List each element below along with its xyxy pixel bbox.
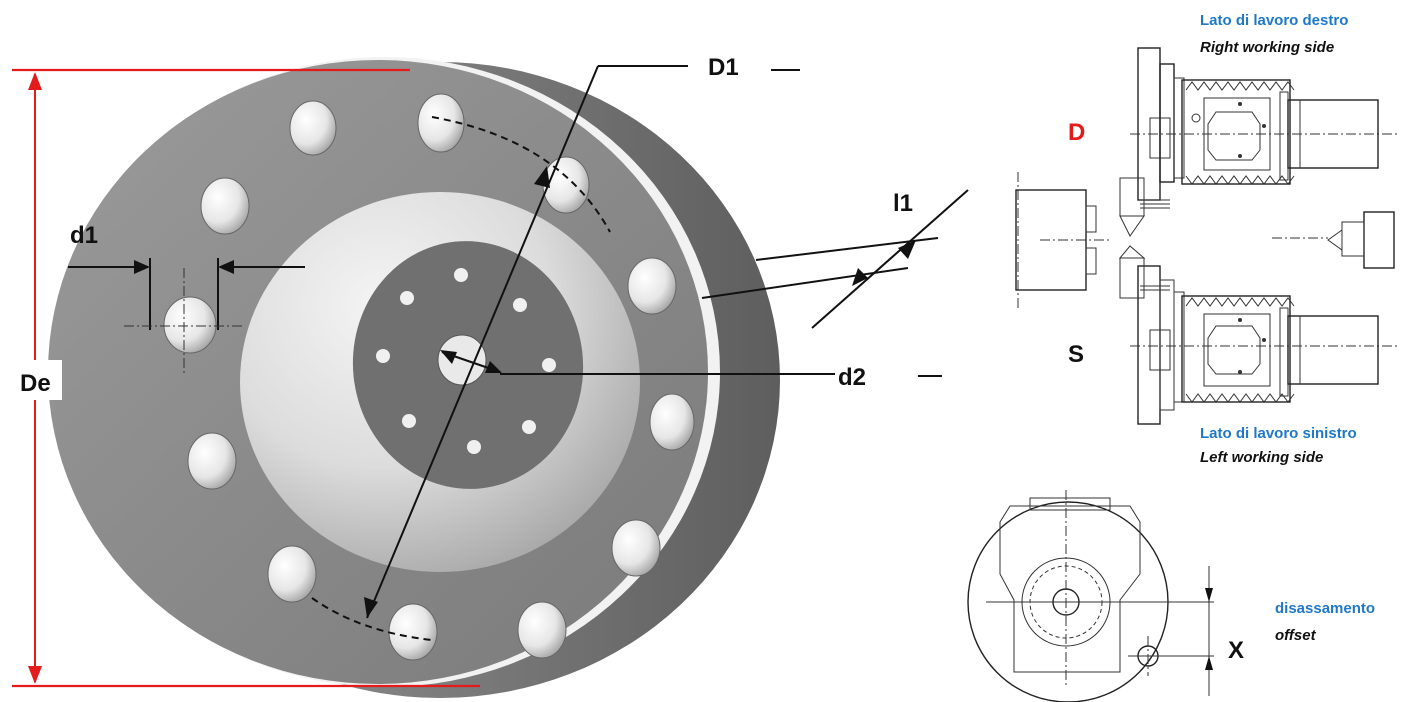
bolt-holes [163,93,695,661]
bottom-head [1118,245,1400,425]
label-De: De [20,370,51,397]
left-side-it: Lato di lavoro sinistro [1200,425,1357,442]
l1-dimension [701,189,969,329]
top-head [1119,47,1400,237]
inner-holes [376,268,556,454]
label-d1: d1 [70,222,98,249]
label-l1: l1 [893,190,913,217]
D1-dimension [364,65,800,619]
offset-drawing [967,490,1214,702]
label-S: S [1068,341,1084,368]
offset-it: disassamento [1275,600,1375,617]
label-D: D [1068,119,1085,146]
pitch-arc-bottom [311,597,433,641]
pitch-arc-top [431,116,611,233]
working-side-schematic [1015,47,1400,425]
left-side-en: Left working side [1200,449,1323,466]
offset-en: offset [1275,627,1317,644]
tailstock [1272,211,1395,269]
d2-dimension [440,350,942,377]
De-dimension [12,68,480,688]
d1-dimension [68,258,305,374]
right-side-it: Lato di lavoro destro [1200,12,1348,29]
label-X: X [1228,637,1244,664]
flange-body [48,57,780,698]
label-D1: D1 [708,54,739,81]
label-d2: d2 [838,364,866,391]
chuck [1015,172,1110,310]
right-side-en: Right working side [1200,39,1334,56]
